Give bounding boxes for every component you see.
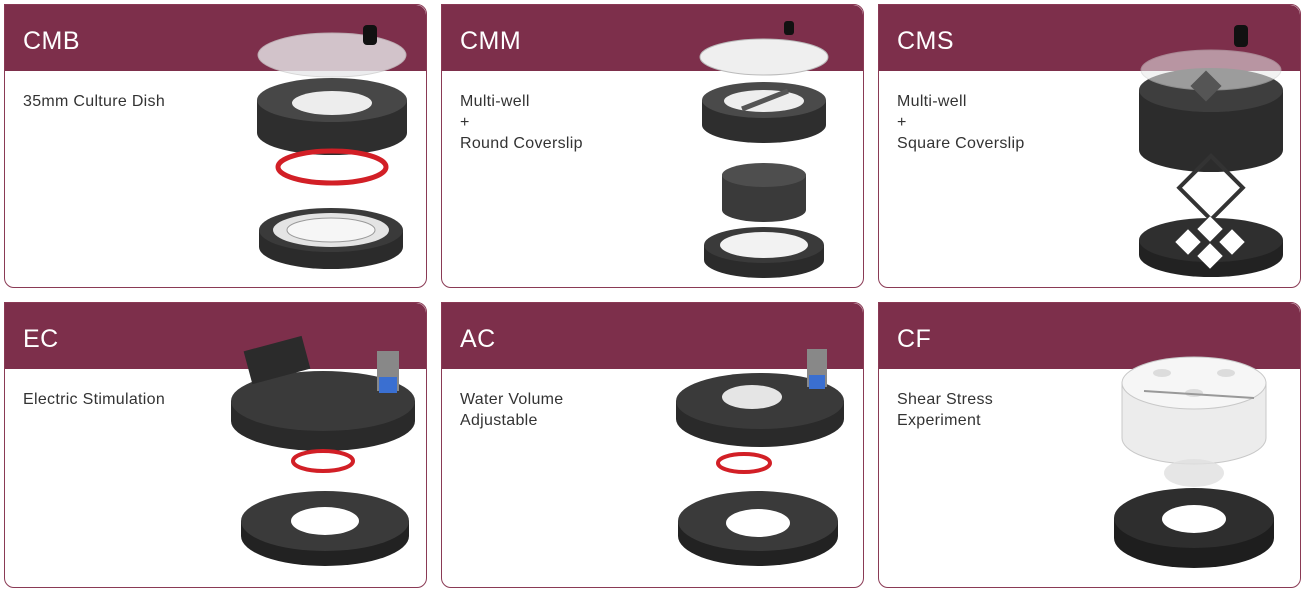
card-header: EC bbox=[5, 303, 426, 369]
product-card-cmb[interactable]: CMB 35mm Culture Dish bbox=[4, 4, 427, 288]
card-title: CMS bbox=[897, 27, 955, 55]
water-volume-chamber-image bbox=[676, 349, 844, 566]
electric-stimulation-chamber-image bbox=[231, 335, 415, 566]
card-title: AC bbox=[460, 325, 496, 353]
card-header: CMS bbox=[879, 5, 1300, 71]
product-card-cf[interactable]: CF Shear Stress Experiment bbox=[878, 302, 1301, 588]
card-description: Electric Stimulation bbox=[23, 391, 166, 408]
card-title: EC bbox=[23, 325, 59, 353]
card-title: CF bbox=[897, 325, 932, 353]
card-header: AC bbox=[442, 303, 863, 369]
product-card-cms[interactable]: CMS Multi-well + Square Coverslip bbox=[878, 4, 1301, 288]
round-coverslip-chamber-image bbox=[699, 21, 829, 278]
card-title: CMM bbox=[460, 27, 522, 55]
card-header: CF bbox=[879, 303, 1300, 369]
card-description: 35mm Culture Dish bbox=[23, 93, 166, 110]
shear-stress-chamber-image bbox=[1114, 356, 1274, 568]
product-card-ac[interactable]: AC Water Volume Adjustable bbox=[441, 302, 864, 588]
card-description: Multi-well + Square Coverslip bbox=[897, 93, 1025, 152]
card-description: Water Volume Adjustable bbox=[460, 391, 564, 429]
card-title: CMB bbox=[23, 27, 81, 55]
product-card-ec[interactable]: EC Electric Stimulation bbox=[4, 302, 427, 588]
card-description: Shear Stress Experiment bbox=[897, 391, 994, 429]
product-card-cmm[interactable]: CMM Multi-well + Round Coverslip bbox=[441, 4, 864, 288]
square-coverslip-chamber-image bbox=[1139, 25, 1283, 277]
culture-dish-chamber-image bbox=[257, 25, 407, 269]
card-description: Multi-well + Round Coverslip bbox=[460, 93, 583, 152]
